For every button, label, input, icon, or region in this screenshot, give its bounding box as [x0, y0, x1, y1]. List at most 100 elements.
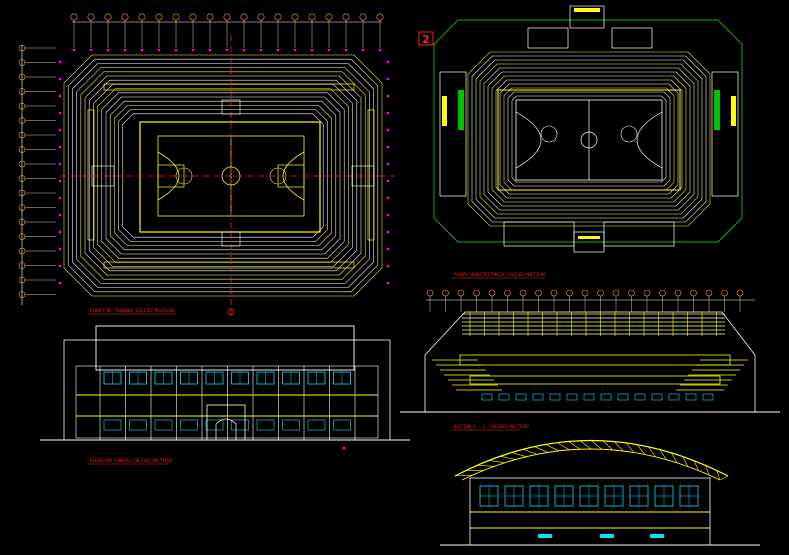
plan-2-court-outer [497, 89, 681, 191]
grid-node [378, 48, 382, 52]
grid-bubble [442, 289, 449, 297]
window [129, 419, 147, 431]
grid-bubble [376, 13, 384, 21]
grid-node [157, 48, 161, 52]
window [256, 419, 275, 431]
grid-bubble [138, 13, 146, 21]
grid-bubble [274, 13, 282, 21]
grid-bubble [473, 289, 480, 297]
plan-1-left-grid-axis [18, 44, 56, 298]
grid-node [174, 48, 178, 52]
plan-1-tribunas: PLANTA DE TRIBUNAS COLISEO MULTIUSO [18, 13, 395, 316]
window [231, 419, 249, 431]
grid-bubble [70, 13, 78, 21]
section-1-1: SECCION 1 - 1' COLISEO MULTIUSO [400, 289, 780, 431]
grid-bubble [597, 289, 604, 297]
grid-bubble [566, 289, 573, 297]
section-title: SECCION 1 - 1' COLISEO MULTIUSO [454, 424, 529, 429]
grid-bubble [308, 13, 316, 21]
plan-1-column-markers [58, 60, 390, 285]
grid-bubble [359, 13, 367, 21]
grid-bubble [612, 289, 620, 297]
window [154, 419, 173, 431]
grid-bubble [705, 289, 713, 297]
grid-bubble [426, 289, 434, 297]
grid-node [344, 48, 348, 52]
elevation-arched [440, 439, 760, 546]
plan-2-arquitectonica: 2 PLANTA ARQUITECTONICA COLISEO MULTIUSO [418, 5, 743, 279]
window [307, 419, 326, 431]
section-roof-trusses [462, 312, 725, 336]
grid-node [140, 48, 144, 52]
grid-bubble [690, 289, 697, 297]
grid-bubble [674, 289, 682, 297]
plan-2-badge-frame [418, 31, 434, 46]
grid-bubble [581, 289, 589, 297]
elevation-facade-bays [99, 366, 356, 440]
grid-bubble [206, 13, 214, 21]
grid-bubble [223, 13, 231, 21]
arch-upper-chord [454, 439, 729, 477]
grid-bubble [643, 289, 651, 297]
section-tiers [432, 354, 748, 401]
section-outline [424, 311, 756, 413]
grid-node [191, 48, 195, 52]
grid-bubble [189, 13, 197, 21]
grid-node [276, 48, 280, 52]
plan-1-title: PLANTA DE TRIBUNAS COLISEO MULTIUSO [90, 308, 175, 313]
plan-1-court-outer [139, 121, 321, 233]
grid-node [225, 48, 229, 52]
grid-bubble [550, 289, 558, 297]
grid-bubble [104, 13, 112, 21]
grid-bubble [121, 13, 129, 21]
grid-bubble [172, 13, 180, 21]
grid-bubble [257, 13, 265, 21]
grid-node [259, 48, 263, 52]
grid-bubble [87, 13, 95, 21]
grid-node [327, 48, 331, 52]
plan-2-tribune-rings [467, 51, 711, 227]
section-top-grid-axis [426, 289, 744, 312]
arched-elevation-windows [479, 485, 699, 507]
grid-node [361, 48, 365, 52]
grid-bubble [488, 289, 496, 297]
grid-node [310, 48, 314, 52]
arched-roof-truss [454, 439, 729, 481]
grid-bubble [457, 289, 465, 297]
grid-bubble [155, 13, 163, 21]
window [205, 419, 224, 431]
grid-bubble [240, 13, 248, 21]
grid-node [106, 48, 110, 52]
grid-bubble [342, 13, 350, 21]
plan-2-title: PLANTA ARQUITECTONICA COLISEO MULTIUSO [454, 272, 546, 277]
grid-bubble [736, 289, 744, 297]
window [282, 419, 300, 431]
grid-bubble [291, 13, 299, 21]
grid-node [242, 48, 246, 52]
grid-bubble [659, 289, 666, 297]
grid-bubble [721, 289, 728, 297]
grid-node [208, 48, 212, 52]
arch-lower-chord [461, 448, 721, 481]
elevation-windows [103, 371, 351, 450]
grid-node [293, 48, 297, 52]
plan-2-outer-boundary [433, 19, 743, 243]
elevation-frontal: ELEVACION FRONTAL COLISEO MULTIUSO [40, 325, 410, 465]
grid-bubble [535, 289, 542, 297]
grid-node [89, 48, 93, 52]
window [180, 419, 198, 431]
window [333, 419, 351, 431]
elevation-main-entrance [206, 404, 246, 441]
elevation-roof-block [95, 325, 355, 371]
plan-1-top-grid-axis [70, 13, 384, 52]
grid-bubble [628, 289, 635, 297]
plan-2-badge: 2 [422, 33, 430, 46]
plan-1-tribune-rings [63, 54, 383, 297]
grid-node [72, 48, 76, 52]
elevation-title: ELEVACION FRONTAL COLISEO MULTIUSO [90, 458, 172, 463]
grid-node [123, 48, 127, 52]
grid-bubble [325, 13, 333, 21]
grid-bubble [519, 289, 527, 297]
window [103, 419, 122, 431]
